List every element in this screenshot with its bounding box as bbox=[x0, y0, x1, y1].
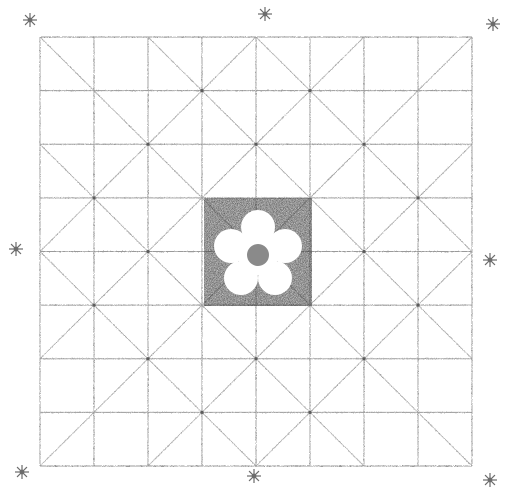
intersection-dot bbox=[92, 196, 95, 199]
intersection-dot bbox=[362, 357, 365, 360]
intersection-dot bbox=[200, 411, 203, 414]
edge-ornament-left bbox=[9, 242, 23, 256]
edge-ornament-bottom bbox=[247, 469, 261, 483]
corner-ornament-top-left bbox=[23, 13, 37, 27]
corner-ornament-top-right bbox=[486, 17, 500, 31]
intersection-dot bbox=[146, 357, 149, 360]
intersection-dot bbox=[254, 143, 257, 146]
intersection-dot bbox=[308, 411, 311, 414]
edge-ornament-right bbox=[483, 253, 497, 267]
intersection-dot bbox=[200, 89, 203, 92]
intersection-dot bbox=[146, 250, 149, 253]
center-home-square bbox=[204, 198, 312, 306]
intersection-dot bbox=[308, 89, 311, 92]
corner-ornament-bottom-left bbox=[15, 465, 29, 479]
flower-center bbox=[247, 244, 269, 266]
intersection-dot bbox=[254, 357, 257, 360]
intersection-dot bbox=[146, 143, 149, 146]
intersection-dot bbox=[362, 143, 365, 146]
intersection-dot bbox=[416, 304, 419, 307]
intersection-dot bbox=[92, 304, 95, 307]
intersection-dot bbox=[416, 196, 419, 199]
corner-ornament-bottom-right bbox=[483, 473, 497, 487]
intersection-dot bbox=[362, 250, 365, 253]
edge-ornament-top bbox=[258, 7, 272, 21]
